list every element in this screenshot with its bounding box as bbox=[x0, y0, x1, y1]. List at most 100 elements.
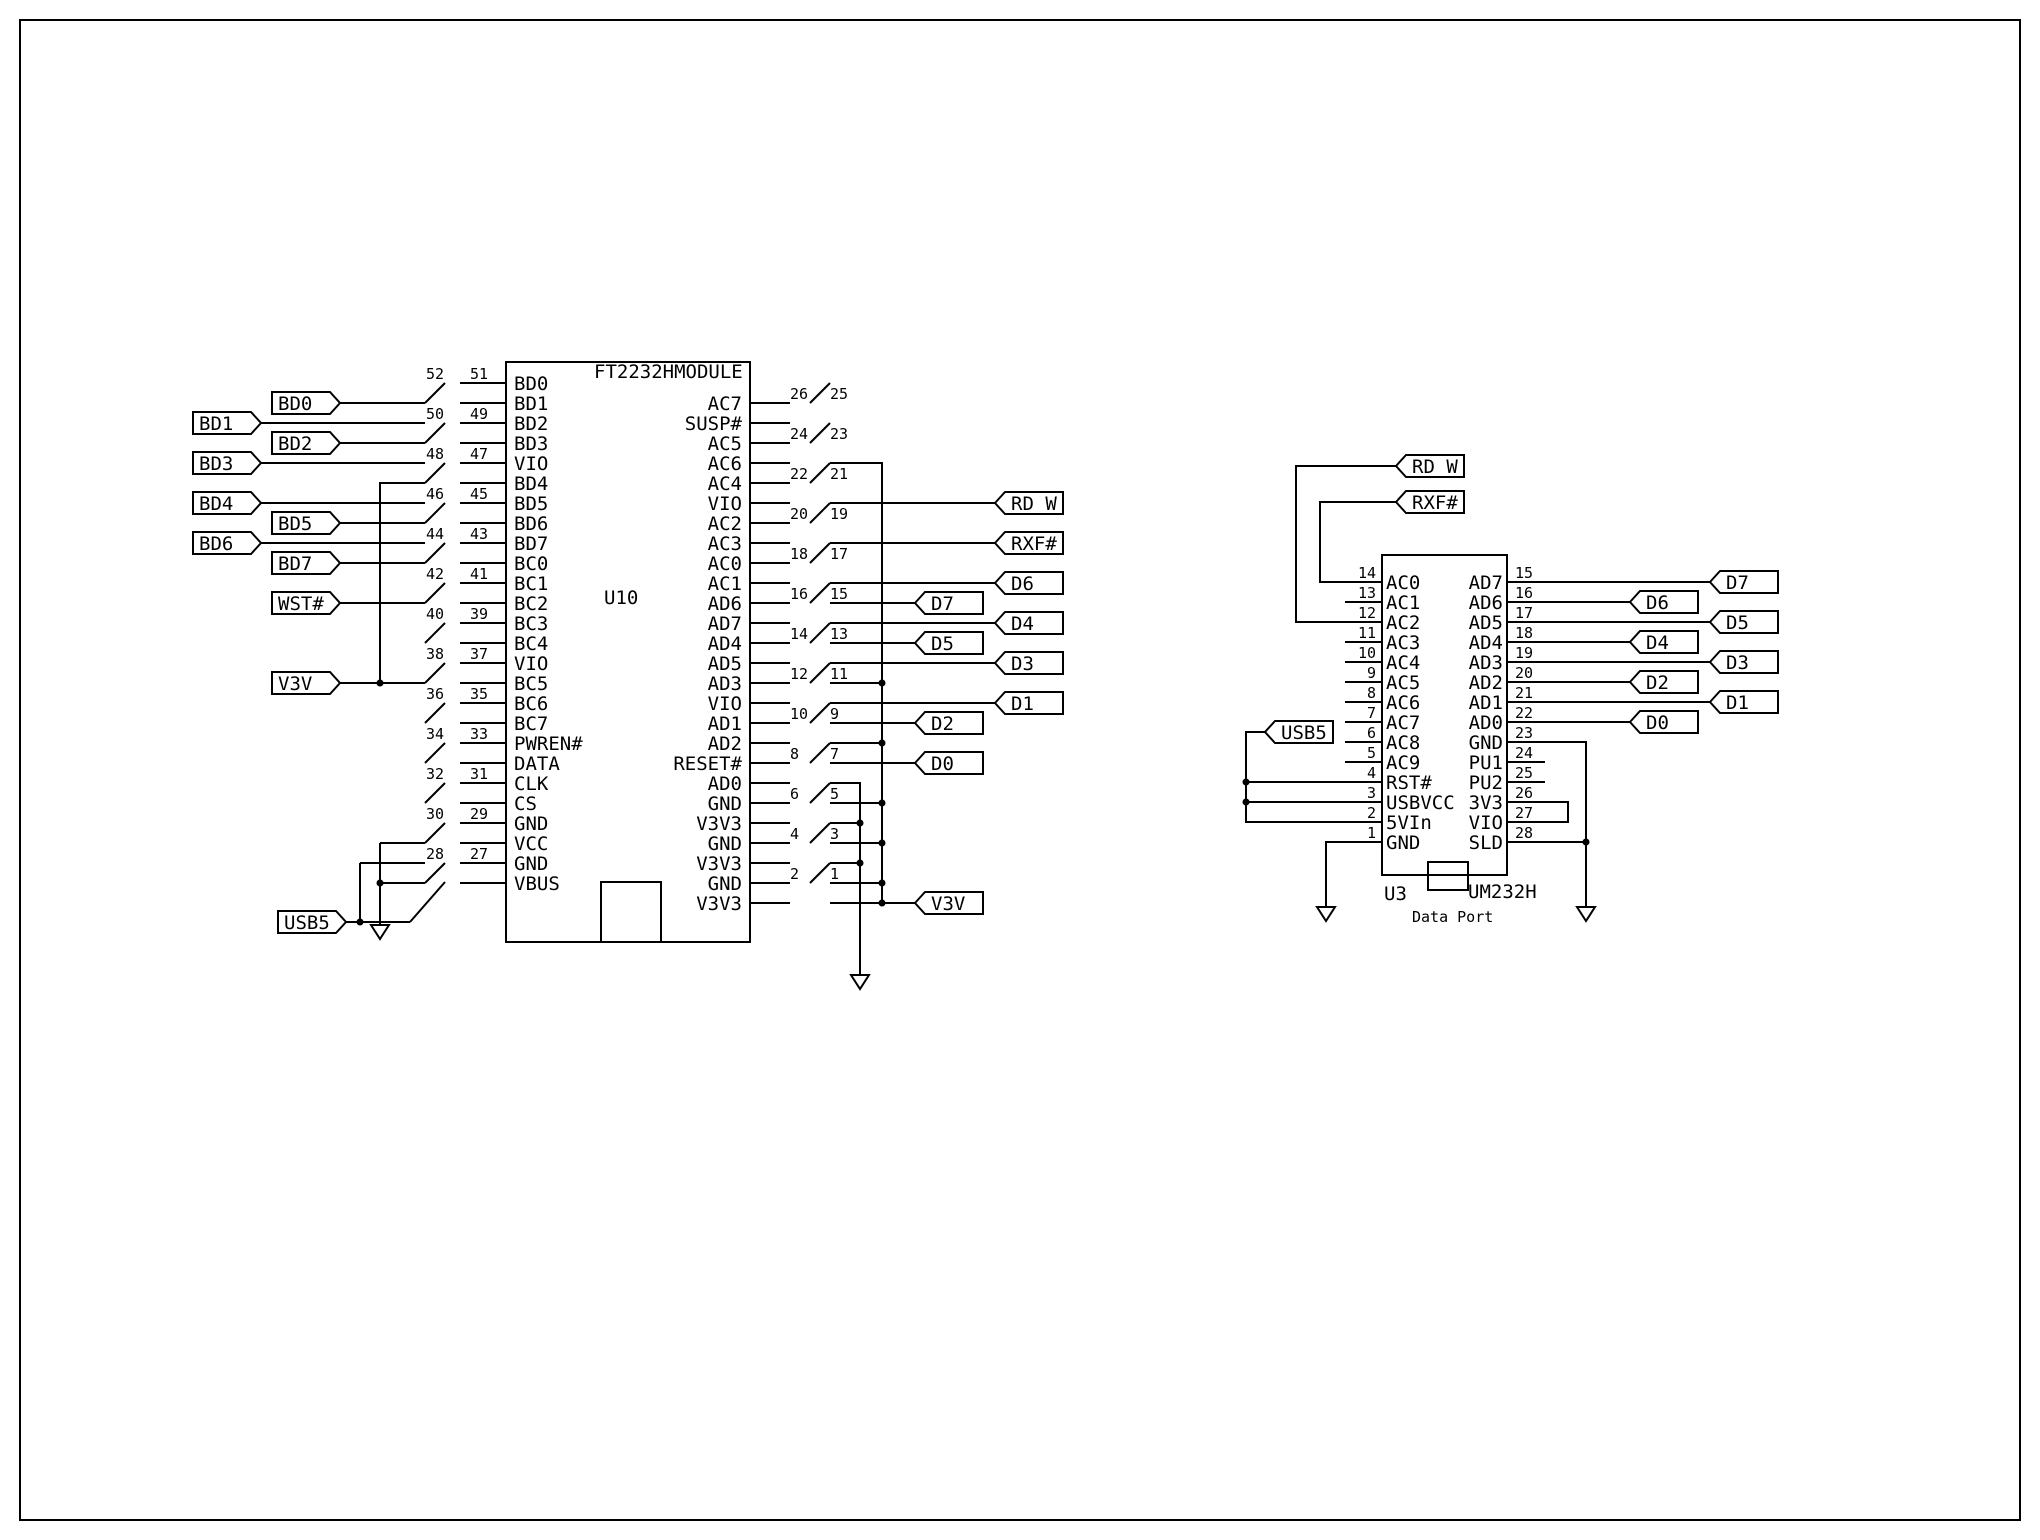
u3-net-usb5-label: USB5 bbox=[1281, 722, 1327, 744]
u10-left-pin-name: GND bbox=[514, 853, 548, 875]
u10-right-pin-name: AC3 bbox=[708, 533, 742, 555]
ground-symbol bbox=[1315, 906, 1337, 923]
u10-left-pin-stub bbox=[424, 662, 446, 684]
u3-net-rxf-label: RXF# bbox=[1412, 492, 1458, 514]
u10-net-tag bbox=[271, 431, 342, 455]
u10-left-pin-num-outer: 42 bbox=[426, 565, 444, 583]
u3-net-tag bbox=[1628, 670, 1699, 694]
u10-vio-bus bbox=[379, 482, 425, 683]
u3-rxf-wire bbox=[1319, 501, 1396, 583]
u3-3v3-vio-loop bbox=[1545, 801, 1569, 823]
u10-left-pin-name: BD3 bbox=[514, 433, 548, 455]
u3-net-label: D4 bbox=[1646, 632, 1669, 654]
u10-right-pin-num-inner: 22 bbox=[790, 465, 808, 483]
u10-net-tag bbox=[271, 551, 342, 575]
u10-net-tag bbox=[993, 651, 1064, 675]
u10-right-pin-stub bbox=[809, 862, 831, 884]
u10-left-pin-stub bbox=[424, 622, 446, 644]
u10-left-pin-name: DATA bbox=[514, 753, 560, 775]
u10-net-label: D0 bbox=[931, 753, 954, 775]
u3-right-pin-num: 17 bbox=[1515, 604, 1533, 622]
u3-left-pin-name: AC0 bbox=[1386, 572, 1420, 594]
u10-left-pin-num-outer: 50 bbox=[426, 405, 444, 423]
u10-right-pin-num-outer: 19 bbox=[830, 505, 848, 523]
u10-net-label: RXF# bbox=[1011, 533, 1057, 555]
u10-left-pin-name: BC6 bbox=[514, 693, 548, 715]
u10-right-pin-num-outer: 13 bbox=[830, 625, 848, 643]
u10-left-pin-num-outer: 28 bbox=[426, 845, 444, 863]
u10-left-pin-num-inner: 47 bbox=[470, 445, 488, 463]
u10-net-label: D7 bbox=[931, 593, 954, 615]
u10-left-pin-stub bbox=[424, 742, 446, 764]
u3-right-pin-name: AD6 bbox=[1469, 592, 1503, 614]
u10-net-tag bbox=[271, 511, 342, 535]
ground-symbol bbox=[369, 924, 391, 941]
u10-left-pin-stub bbox=[424, 822, 446, 844]
u10-left-pin-num-outer: 46 bbox=[426, 485, 444, 503]
u10-part-name: FT2232HMODULE bbox=[594, 361, 743, 383]
u3-net-label: D0 bbox=[1646, 712, 1669, 734]
u10-right-pin-name: AD7 bbox=[708, 613, 742, 635]
u10-right-pin-stub bbox=[809, 502, 831, 524]
u10-net-label: BD5 bbox=[278, 513, 312, 535]
u3-caption: Data Port bbox=[1412, 908, 1493, 926]
u3-net-tag bbox=[1708, 610, 1779, 634]
u3-left-pin-num: 5 bbox=[1367, 744, 1376, 762]
u10-right-pin-num-inner: 4 bbox=[790, 825, 799, 843]
u3-gnd-right-wire bbox=[1545, 741, 1587, 895]
u10-right-pin-num-inner: 24 bbox=[790, 425, 808, 443]
u10-right-pin-name: AC1 bbox=[708, 573, 742, 595]
u10-left-pin-num-inner: 33 bbox=[470, 725, 488, 743]
u10-right-pin-stub bbox=[809, 662, 831, 684]
u10-left-pin-stub bbox=[424, 702, 446, 724]
u10-net-tag bbox=[271, 671, 342, 695]
u3-left-pin-num: 12 bbox=[1358, 604, 1376, 622]
u10-net-label: BD3 bbox=[199, 453, 233, 475]
u10-right-pin-name: AC5 bbox=[708, 433, 742, 455]
u3-left-pin-name: AC9 bbox=[1386, 752, 1420, 774]
u10-right-pin-stub bbox=[809, 742, 831, 764]
u10-right-pin-name: VIO bbox=[708, 493, 742, 515]
u3-left-pin-name: AC2 bbox=[1386, 612, 1420, 634]
u3-right-pin-num: 15 bbox=[1515, 564, 1533, 582]
u3-left-pin-num: 10 bbox=[1358, 644, 1376, 662]
junction-dot bbox=[856, 819, 864, 827]
u3-left-pin-num: 3 bbox=[1367, 784, 1376, 802]
u10-right-pin-num-inner: 16 bbox=[790, 585, 808, 603]
u10-right-pin-name: AC2 bbox=[708, 513, 742, 535]
u10-right-pin-name: AD4 bbox=[708, 633, 742, 655]
u10-left-pin-name: BC7 bbox=[514, 713, 548, 735]
u3-left-pin-num: 6 bbox=[1367, 724, 1376, 742]
u3-net-usb5-tag bbox=[1263, 720, 1334, 744]
u10-left-pin-num-outer: 40 bbox=[426, 605, 444, 623]
u10-right-pin-num-inner: 12 bbox=[790, 665, 808, 683]
u3-net-tag bbox=[1628, 630, 1699, 654]
u3-net-label: D3 bbox=[1726, 652, 1749, 674]
ground-symbol bbox=[1575, 906, 1597, 923]
u3-left-pin-name: 5VIn bbox=[1386, 812, 1432, 834]
u3-right-pin-name: 3V3 bbox=[1469, 792, 1503, 814]
u10-net-label: D4 bbox=[1011, 613, 1034, 635]
u3-right-pin-name: AD5 bbox=[1469, 612, 1503, 634]
junction-dot bbox=[1242, 798, 1250, 806]
u3-left-pin-name: GND bbox=[1386, 832, 1420, 854]
u3-left-pin-name: RST# bbox=[1386, 772, 1432, 794]
u10-net-label: BD0 bbox=[278, 393, 312, 415]
u10-left-pin-num-outer: 32 bbox=[426, 765, 444, 783]
u3-connector-box bbox=[1427, 861, 1469, 891]
u3-body bbox=[1381, 554, 1508, 876]
u10-left-pin-stub bbox=[424, 382, 446, 404]
u3-right-pin-name: VIO bbox=[1469, 812, 1503, 834]
u3-net-tag bbox=[1628, 590, 1699, 614]
u10-net-tag bbox=[192, 531, 263, 555]
u10-gnd-bus-right bbox=[830, 782, 861, 963]
u3-usb5-wire bbox=[1245, 731, 1345, 823]
u10-right-pin-name: GND bbox=[708, 873, 742, 895]
u10-left-pin-num-outer: 38 bbox=[426, 645, 444, 663]
u10-right-pin-stub bbox=[809, 782, 831, 804]
u10-left-pin-name: BC5 bbox=[514, 673, 548, 695]
u10-left-pin-num-outer: 30 bbox=[426, 805, 444, 823]
junction-dot bbox=[376, 679, 384, 687]
